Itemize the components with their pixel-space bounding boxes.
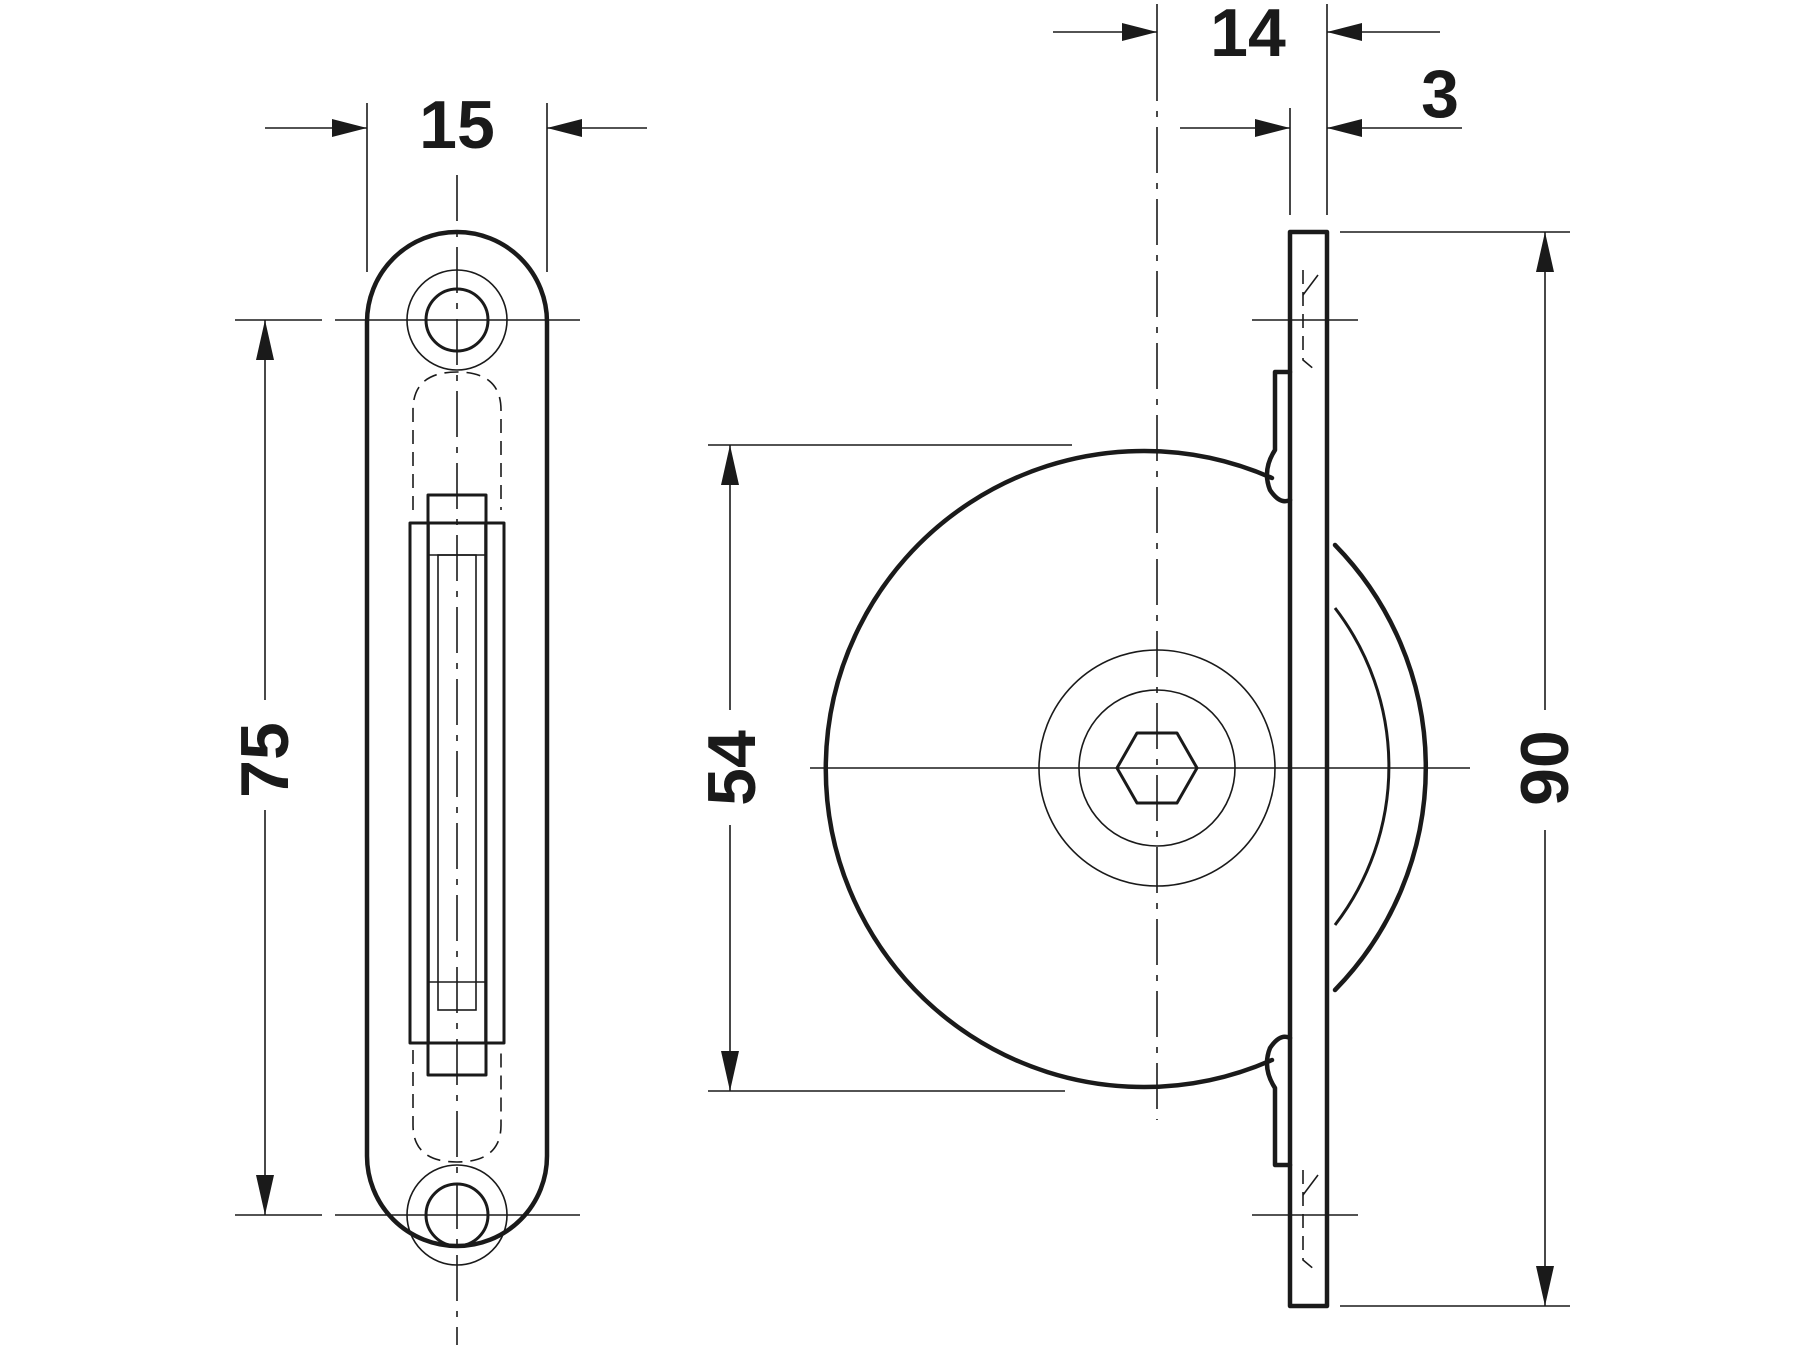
upper-bracket bbox=[1264, 369, 1293, 504]
bottom-hidden-slot bbox=[412, 1050, 502, 1163]
top-hidden-slot bbox=[412, 371, 502, 510]
dim-hole-spacing-label: 75 bbox=[227, 722, 303, 798]
front-view-plate: 15 75 bbox=[227, 87, 647, 1345]
dim-wheel-offset-label: 14 bbox=[1210, 0, 1286, 71]
dim-wheel-diameter-label: 54 bbox=[694, 730, 770, 806]
side-plate bbox=[1287, 229, 1330, 1309]
side-view-wheel: 14 3 54 90 bbox=[694, 0, 1583, 1309]
dim-plate-thickness-label: 3 bbox=[1421, 56, 1459, 132]
wheel-rear-inner bbox=[1333, 607, 1391, 926]
bottom-screw-hole bbox=[406, 1164, 508, 1266]
wheel-slot bbox=[408, 493, 506, 1077]
dim-plate-width-label: 15 bbox=[419, 87, 495, 163]
top-screw-hole bbox=[406, 269, 508, 371]
wheel-outline bbox=[823, 448, 1275, 1090]
lower-bracket bbox=[1264, 1034, 1293, 1168]
dim-plate-height-label: 90 bbox=[1507, 730, 1583, 806]
